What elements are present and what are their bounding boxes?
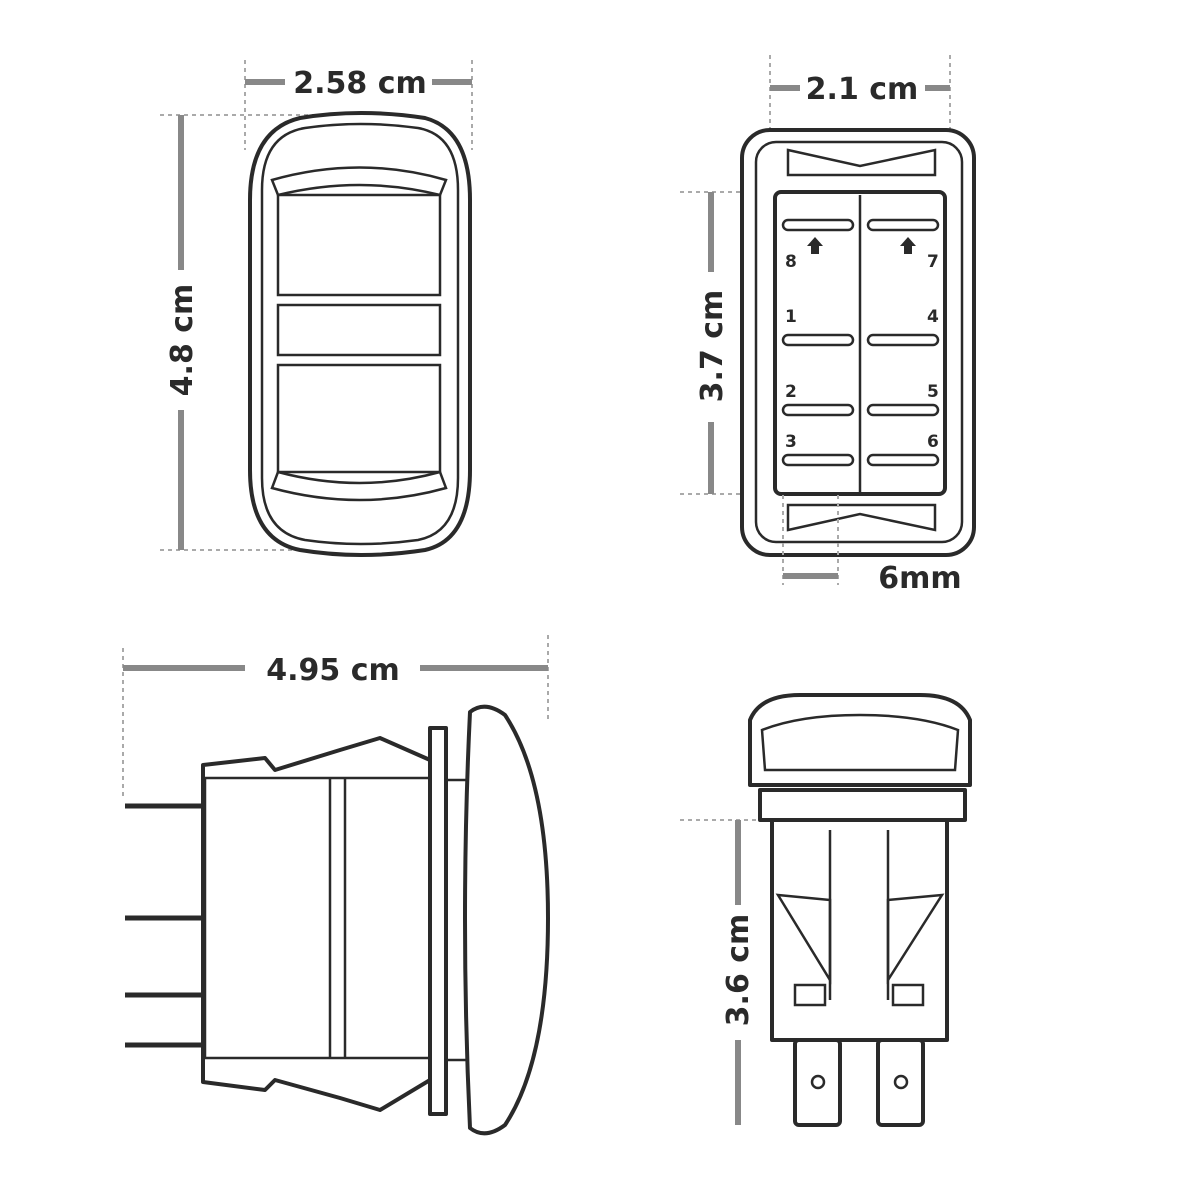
- pin-label: 7: [927, 252, 939, 272]
- end-view: 3.6 cm: [680, 693, 972, 1127]
- pin-label: 1: [785, 307, 797, 327]
- arrow-up-icon: [807, 237, 823, 254]
- pin-label: 8: [785, 252, 797, 272]
- front-height-label: 4.8 cm: [165, 284, 200, 397]
- back-gap-label: 6mm: [878, 561, 961, 596]
- back-view: 2.1 cm 3.7 cm 8 7 1 4 2 5 3 6 6mm: [680, 55, 976, 596]
- pin-label: 4: [927, 307, 939, 327]
- pin-label: 2: [785, 382, 797, 402]
- side-view: 4.95 cm: [122, 635, 550, 1136]
- front-view: 2.58 cm 4.8 cm: [160, 60, 473, 557]
- pin-label: 5: [927, 382, 939, 402]
- pin-label: 6: [927, 432, 939, 452]
- pin-label: 3: [785, 432, 797, 452]
- arrow-up-icon: [900, 237, 916, 254]
- front-width-label: 2.58 cm: [293, 66, 427, 101]
- end-height-label: 3.6 cm: [721, 914, 756, 1027]
- back-width-label: 2.1 cm: [806, 72, 919, 107]
- back-height-label: 3.7 cm: [695, 290, 730, 403]
- side-length-label: 4.95 cm: [266, 653, 400, 688]
